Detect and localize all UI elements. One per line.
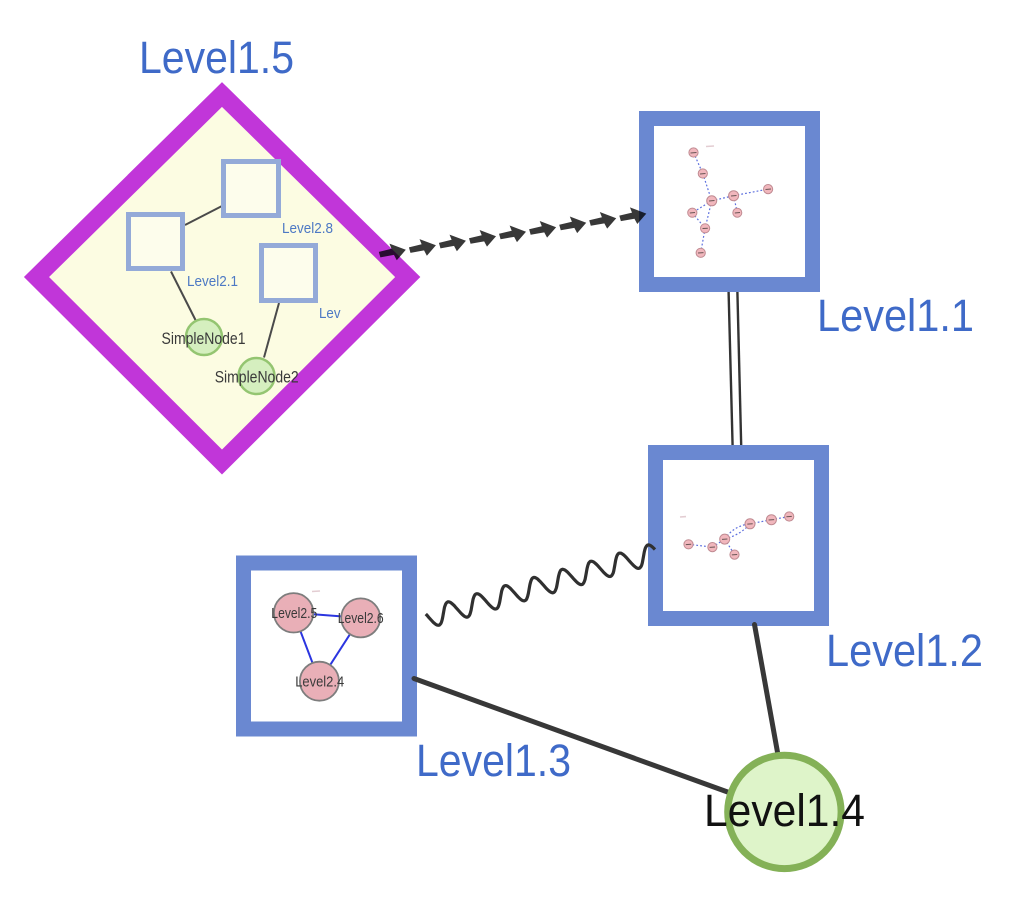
svg-text:Level1.3: Level1.3 — [416, 735, 571, 786]
svg-text:Level1.2: Level1.2 — [826, 625, 983, 676]
svg-text:SimpleNode1: SimpleNode1 — [162, 330, 246, 348]
svg-text:SimpleNode2: SimpleNode2 — [215, 369, 299, 387]
svg-text:Level2.8: Level2.8 — [282, 220, 333, 237]
svg-text:Level2.1: Level2.1 — [187, 273, 238, 290]
svg-text:Level2.6: Level2.6 — [338, 610, 384, 627]
svg-text:Level1.4: Level1.4 — [704, 785, 865, 836]
svg-text:Lev: Lev — [319, 305, 341, 322]
svg-text:Level2.4: Level2.4 — [295, 673, 344, 690]
svg-text:Level1.1: Level1.1 — [817, 290, 974, 341]
svg-text:Level1.5: Level1.5 — [139, 32, 294, 83]
svg-text:Level2.5: Level2.5 — [271, 605, 317, 622]
